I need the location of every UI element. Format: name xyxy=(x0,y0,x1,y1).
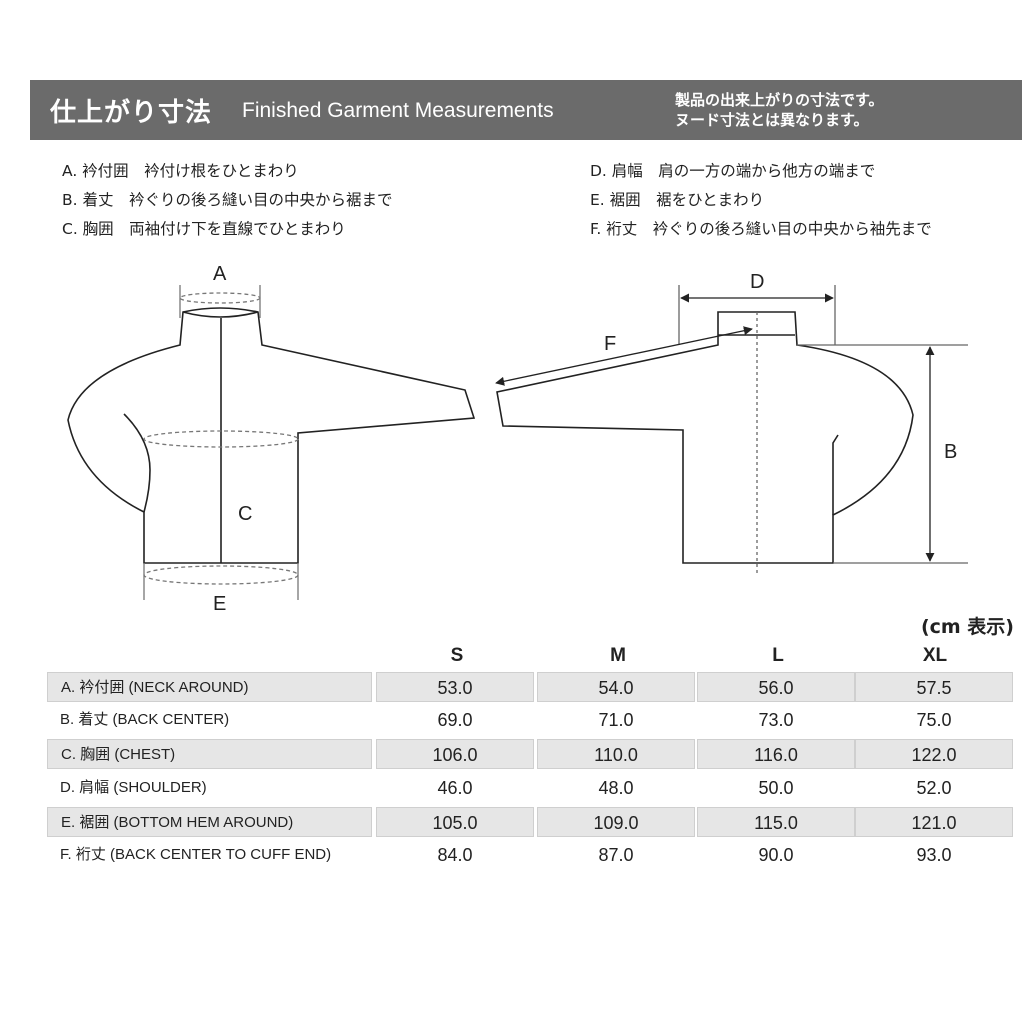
table-row: B. 着丈 (BACK CENTER) 69.0 71.0 73.0 75.0 xyxy=(47,705,1019,735)
label-e: E xyxy=(213,593,226,615)
value-xl: 121.0 xyxy=(855,807,1013,837)
value-l: 90.0 xyxy=(758,845,794,865)
label-d: D xyxy=(750,271,764,293)
value-s: 84.0 xyxy=(437,845,473,865)
header-note-line-1: 製品の出来上がりの寸法です。 xyxy=(675,91,884,109)
hem-ellipse xyxy=(143,565,299,585)
size-header-s: S xyxy=(450,645,464,666)
value-xl: 52.0 xyxy=(916,778,952,798)
back-body-outline xyxy=(496,311,914,564)
value-s: 69.0 xyxy=(437,710,473,730)
value-xl: 93.0 xyxy=(916,845,952,865)
row-label: A. 衿付囲 (NECK AROUND) xyxy=(47,672,372,702)
value-s: 106.0 xyxy=(376,739,534,769)
legend-item-c: C. 胸囲 両袖付け下を直線でひとまわり xyxy=(62,220,346,238)
value-l: 116.0 xyxy=(697,739,855,769)
row-label: B. 着丈 (BACK CENTER) xyxy=(60,711,230,728)
value-m: 87.0 xyxy=(598,845,634,865)
legend-item-a: A. 衿付囲 衿付け根をひとまわり xyxy=(62,162,299,180)
value-l: 50.0 xyxy=(758,778,794,798)
header-bar: 仕上がり寸法 Finished Garment Measurements 製品の… xyxy=(30,80,1022,140)
value-s: 53.0 xyxy=(376,672,534,702)
legend-item-b: B. 着丈 衿ぐりの後ろ縫い目の中央から裾まで xyxy=(62,191,393,209)
size-header-l: L xyxy=(772,645,784,666)
header-note: 製品の出来上がりの寸法です。 ヌード寸法とは異なります。 xyxy=(675,90,884,130)
value-m: 48.0 xyxy=(598,778,634,798)
neck-around-ellipse xyxy=(179,292,261,304)
table-row: C. 胸囲 (CHEST) 106.0 110.0 116.0 122.0 xyxy=(47,739,1019,769)
unit-note: (cm 表示) xyxy=(920,616,1014,638)
value-m: 110.0 xyxy=(537,739,695,769)
back-armhole-crease xyxy=(832,434,839,515)
value-l: 115.0 xyxy=(697,807,855,837)
row-label: D. 肩幅 (SHOULDER) xyxy=(60,779,207,796)
value-s: 46.0 xyxy=(437,778,473,798)
size-header-m: M xyxy=(610,645,626,666)
table-row: F. 裄丈 (BACK CENTER TO CUFF END) 84.0 87.… xyxy=(47,840,1019,870)
label-b: B xyxy=(944,441,957,463)
row-label: F. 裄丈 (BACK CENTER TO CUFF END) xyxy=(60,846,332,863)
legend-item-e: E. 裾囲 裾をひとまわり xyxy=(590,191,765,209)
value-l: 56.0 xyxy=(697,672,855,702)
size-header-xl: XL xyxy=(922,645,948,666)
value-m: 71.0 xyxy=(598,710,634,730)
label-c: C xyxy=(238,503,252,525)
value-xl: 75.0 xyxy=(916,710,952,730)
value-xl: 122.0 xyxy=(855,739,1013,769)
back-garment xyxy=(496,311,914,564)
table-row: E. 裾囲 (BOTTOM HEM AROUND) 105.0 109.0 11… xyxy=(47,807,1019,837)
row-label: E. 裾囲 (BOTTOM HEM AROUND) xyxy=(47,807,372,837)
label-a: A xyxy=(213,263,227,285)
legend-right: D. 肩幅 肩の一方の端から他方の端まで E. 裾囲 裾をひとまわり F. 裄丈… xyxy=(590,157,932,244)
front-armhole-crease xyxy=(123,413,151,513)
value-xl: 57.5 xyxy=(855,672,1013,702)
row-label: C. 胸囲 (CHEST) xyxy=(47,739,372,769)
legend-left: A. 衿付囲 衿付け根をひとまわり B. 着丈 衿ぐりの後ろ縫い目の中央から裾ま… xyxy=(62,157,393,244)
table-row: D. 肩幅 (SHOULDER) 46.0 48.0 50.0 52.0 xyxy=(47,773,1019,803)
table-row: A. 衿付囲 (NECK AROUND) 53.0 54.0 56.0 57.5 xyxy=(47,672,1019,702)
value-m: 54.0 xyxy=(537,672,695,702)
legend-item-f: F. 裄丈 衿ぐりの後ろ縫い目の中央から袖先まで xyxy=(590,220,932,238)
value-m: 109.0 xyxy=(537,807,695,837)
header-note-line-2: ヌード寸法とは異なります。 xyxy=(675,111,869,129)
front-measure-guides xyxy=(143,285,299,600)
legend-item-d: D. 肩幅 肩の一方の端から他方の端まで xyxy=(590,162,876,180)
front-garment xyxy=(67,307,476,564)
back-measure-guides xyxy=(495,285,968,575)
english-title: Finished Garment Measurements xyxy=(242,99,554,122)
value-l: 73.0 xyxy=(758,710,794,730)
chest-ellipse xyxy=(143,430,299,448)
japanese-title: 仕上がり寸法 xyxy=(50,98,213,128)
sleeve-length-arrow xyxy=(495,326,753,386)
front-body-outline xyxy=(67,307,476,564)
value-s: 105.0 xyxy=(376,807,534,837)
label-f: F xyxy=(604,333,616,355)
front-collar-top xyxy=(182,311,259,318)
garment-diagram: A C E D F B xyxy=(67,263,968,615)
